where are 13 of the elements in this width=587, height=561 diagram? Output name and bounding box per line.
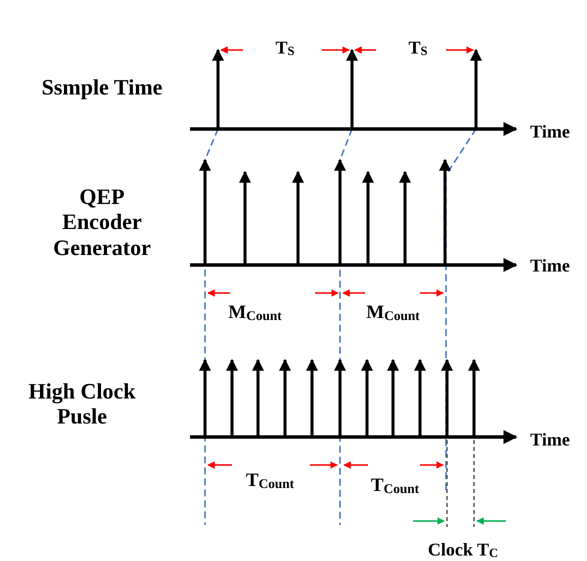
signal-label: QEP Encoder Generator: [52, 184, 152, 260]
interval-label: T$_{S}$: [275, 37, 295, 59]
axis-label: Time: [530, 430, 570, 450]
interval-label: T$_{S}$: [408, 37, 428, 59]
signal-label: Ssmple Time: [42, 74, 162, 100]
signal-label: High Clock Pusle: [28, 378, 136, 430]
interval-label: T$_{Count}$: [370, 475, 420, 497]
axis-label: Time: [530, 256, 570, 276]
interval-label: M$_{Count}$: [366, 302, 420, 324]
interval-label: T$_{Count}$: [246, 470, 294, 492]
interval-label: M$_{Count}$: [228, 302, 282, 324]
axis-label: Time: [530, 122, 570, 142]
interval-label: Clock T$_{C}$: [428, 539, 498, 561]
